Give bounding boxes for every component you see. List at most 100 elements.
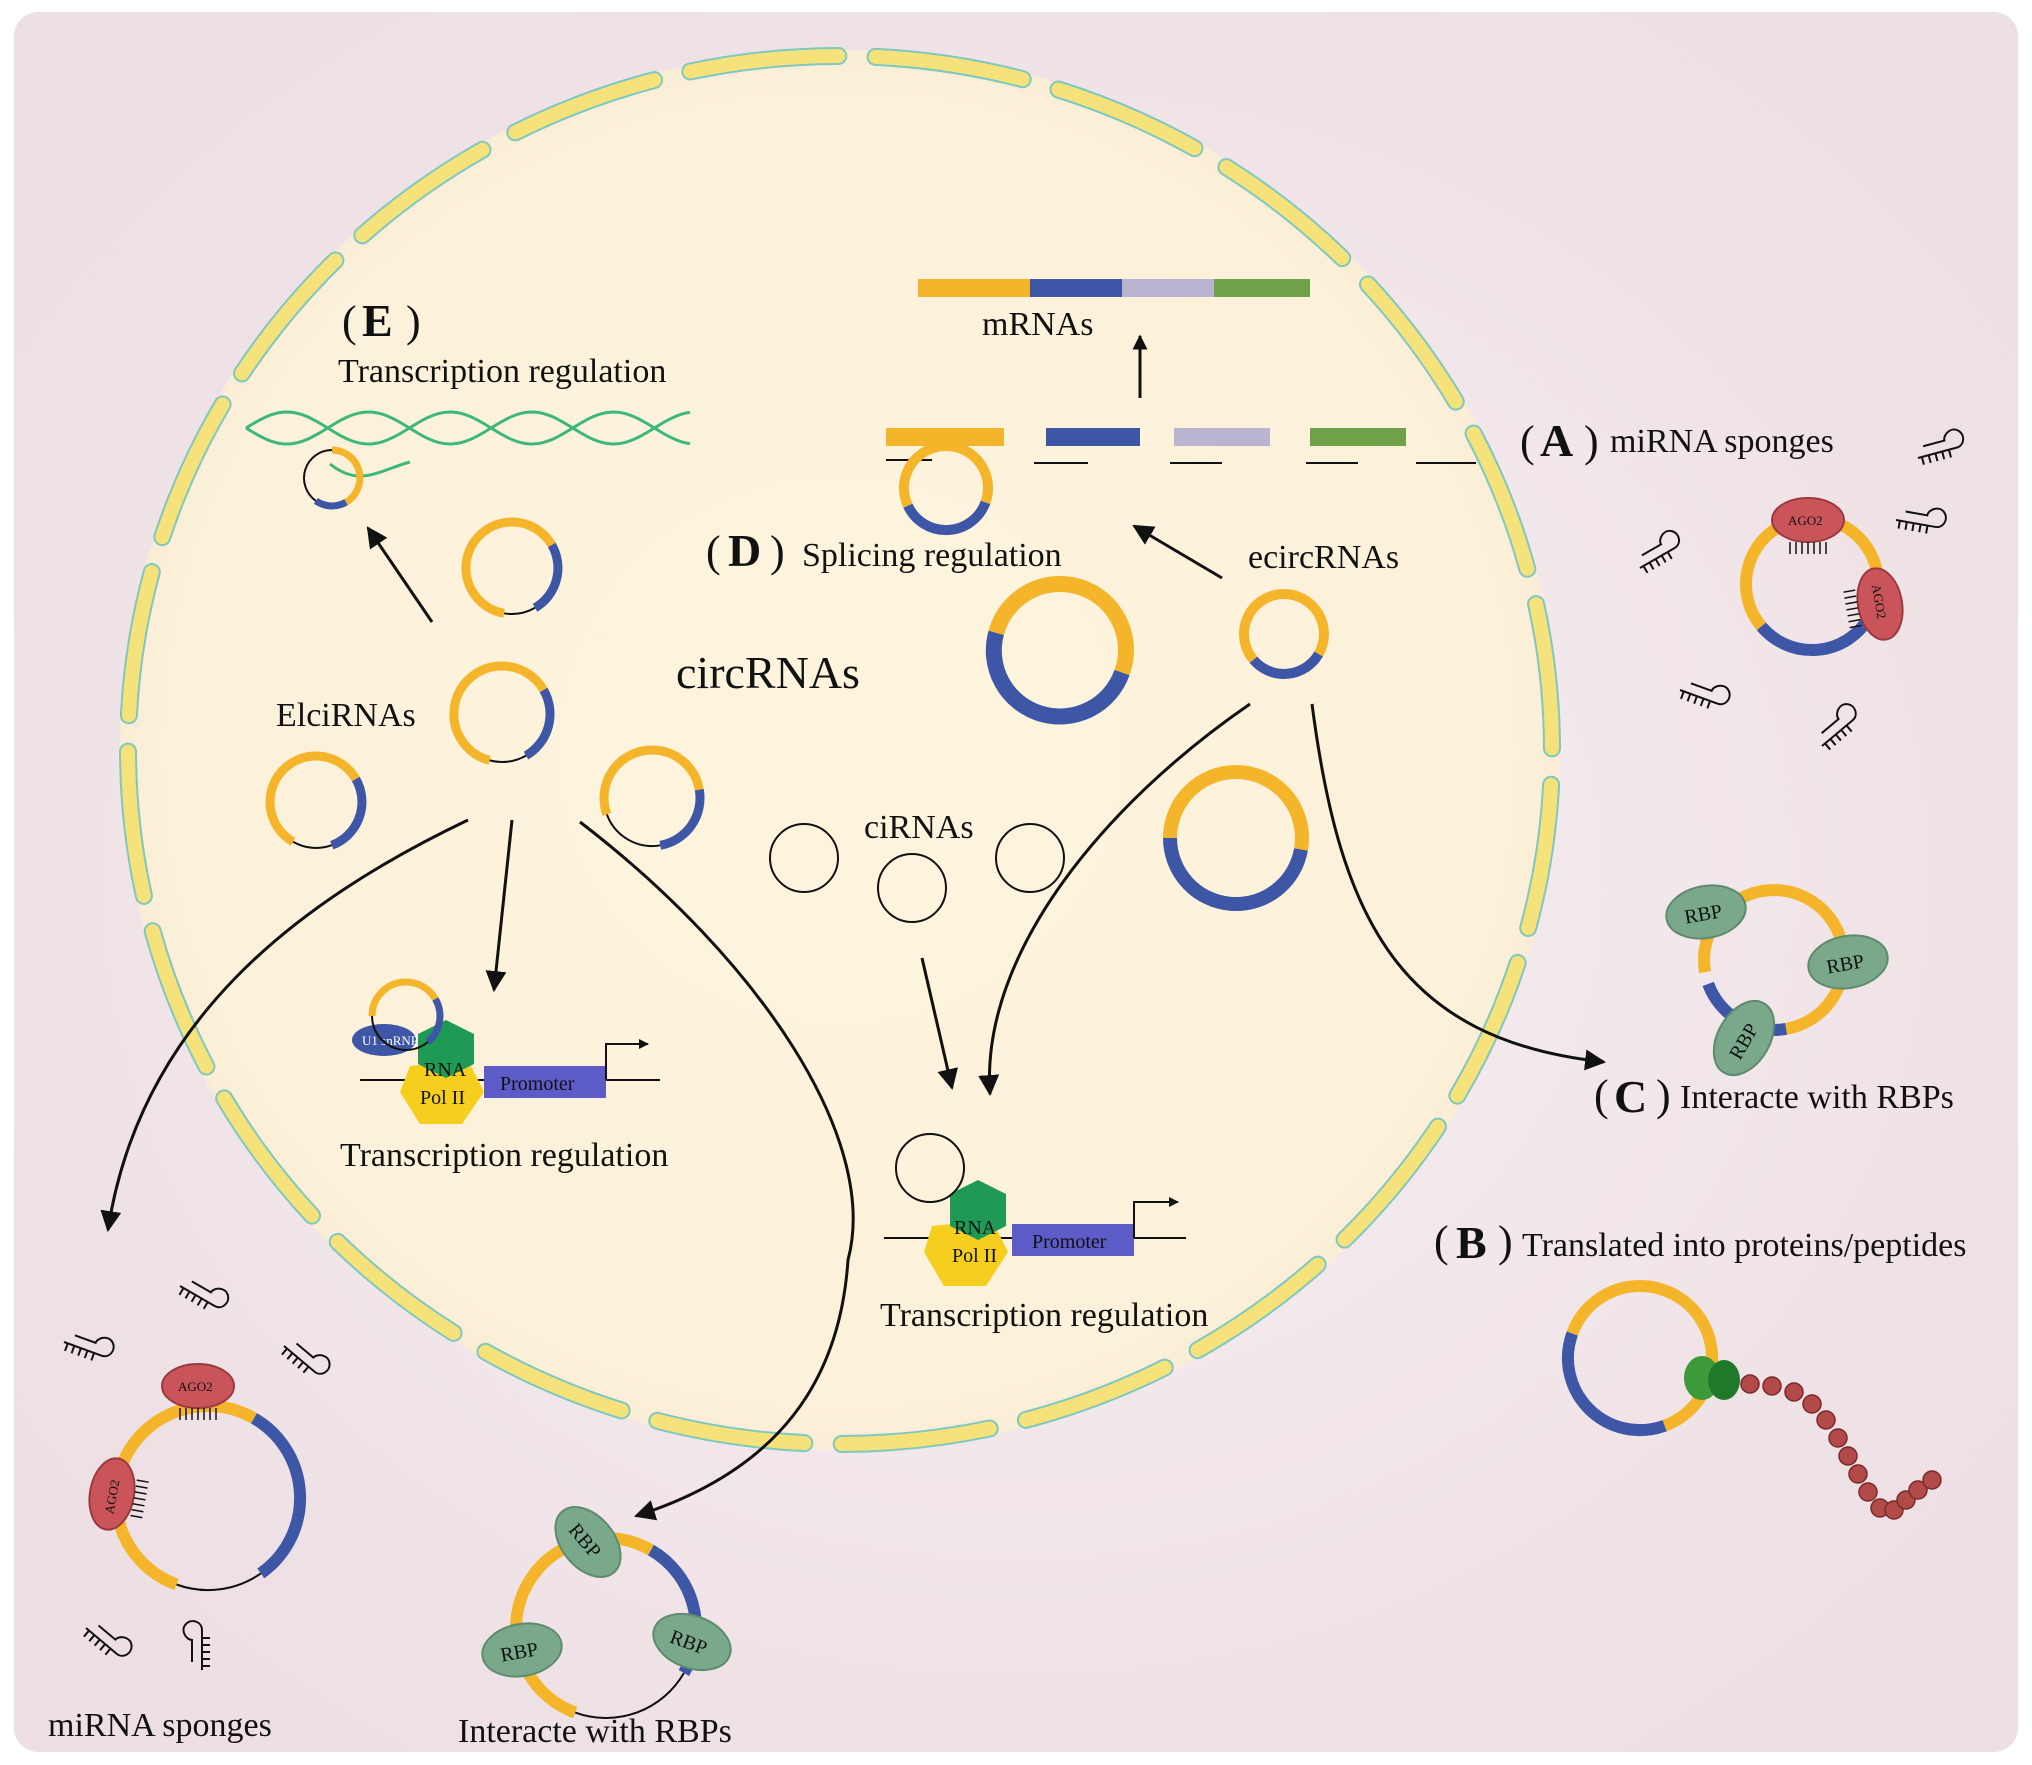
peptide-chain — [1740, 1374, 1942, 1520]
nuclear-envelope — [119, 47, 1561, 1453]
svg-text:(: ( — [706, 527, 721, 576]
hairpin-tick — [1654, 558, 1661, 567]
ring-segment — [329, 776, 367, 850]
ring-segment — [1239, 618, 1258, 663]
ring-segment — [425, 997, 444, 1045]
rbp-shape — [481, 1622, 563, 1678]
nucleus — [120, 50, 1560, 1450]
envelope-segment — [1466, 426, 1535, 576]
transcription-center-label: Transcription regulation — [880, 1297, 1208, 1334]
ring-segment — [651, 745, 704, 791]
envelope-segment — [121, 565, 159, 723]
rbp-shape — [1807, 934, 1889, 990]
hairpin-stem — [1679, 682, 1731, 706]
hairpin-tick — [99, 1643, 106, 1651]
ring-segment — [1059, 576, 1134, 676]
ago2-protein: AGO2 — [1843, 567, 1904, 641]
ring-segment — [331, 446, 364, 506]
ring-segment — [1566, 1280, 1641, 1336]
ago2-tick — [136, 1479, 149, 1483]
letter-d: D — [728, 525, 761, 576]
ring-ecirc-big — [985, 575, 1134, 725]
peptide-bead — [1816, 1410, 1836, 1430]
envelope-segment — [235, 253, 343, 381]
rbp-protein: RBP — [554, 1506, 622, 1578]
hairpin-tick — [196, 1298, 203, 1306]
envelope-segment — [155, 397, 230, 545]
envelope-segment — [1018, 1360, 1172, 1427]
ring-segment — [988, 575, 1061, 636]
hairpin-tick — [1920, 456, 1925, 465]
ago2-tick — [135, 1485, 148, 1489]
mirna-hairpin — [1895, 507, 1947, 534]
rbp-protein: RBP — [1712, 1000, 1776, 1076]
hairpin-tick — [184, 1291, 191, 1299]
cirnas-label: ciRNAs — [864, 809, 974, 846]
mirna-hairpin — [1821, 703, 1857, 751]
envelope-segment — [121, 744, 151, 903]
hairpin-stem — [182, 1620, 203, 1670]
mirna-hairpin — [281, 1342, 331, 1375]
hairpin-tick — [1660, 555, 1667, 563]
hairpin-tick — [297, 1361, 304, 1369]
label-c: ( C ) Interacte with RBPs — [1594, 1071, 1954, 1122]
ago2-label: AGO2 — [1869, 583, 1890, 620]
ring-left-transcription — [368, 978, 444, 1051]
rbp-protein: RBP — [1807, 934, 1889, 990]
mirna-hairpins — [63, 428, 1965, 1670]
ago2-tick — [1848, 618, 1861, 623]
ecircrnas-label: ecircRNAs — [1248, 539, 1399, 576]
circrnas-label: circRNAs — [676, 647, 860, 698]
peptide-bead — [1828, 1428, 1848, 1448]
mirna-hairpin — [182, 1620, 210, 1670]
ring-elci-2 — [449, 661, 555, 765]
ago2-tick — [1845, 601, 1858, 605]
ago2-tick — [132, 1502, 145, 1507]
peptide-bead — [1784, 1382, 1804, 1402]
ring-segment — [1756, 613, 1875, 657]
svg-text:(: ( — [342, 297, 357, 346]
envelope-segment — [355, 142, 490, 243]
ring-elci-3 — [265, 751, 367, 850]
peptide-bead — [1858, 1482, 1878, 1502]
hairpin-tick — [1699, 698, 1705, 707]
peptide-bead — [1740, 1374, 1760, 1394]
ring-thin-segment — [489, 754, 527, 763]
rbp-protein: RBP — [481, 1622, 563, 1678]
ring-segment — [511, 517, 556, 548]
envelope-segment — [330, 1234, 461, 1340]
transcription-complex-left: U1 snRNP RNA Pol II Promoter — [352, 1020, 660, 1124]
hairpin-tick — [1648, 562, 1655, 570]
hairpin-tick — [1918, 524, 1922, 533]
pol2-center: Pol II — [952, 1245, 997, 1267]
elcirnas-label: ElciRNAs — [276, 697, 416, 734]
ring-segment — [368, 978, 407, 1017]
ago2-tick — [134, 1491, 147, 1495]
hairpin-tick — [1927, 454, 1932, 464]
hairpin-tick — [1845, 724, 1853, 733]
hairpin-tick — [1693, 695, 1698, 705]
rbp-protein: RBP — [652, 1612, 732, 1672]
transcription-complex-center: RNA Pol II Promoter — [884, 1133, 1186, 1286]
ago2-tick — [1849, 624, 1862, 629]
hairpin-tick — [1897, 520, 1901, 529]
svg-text:): ) — [1656, 1071, 1671, 1120]
hairpin-tick — [1941, 451, 1946, 460]
svg-text:(: ( — [1520, 417, 1535, 466]
label-d: ( D ) Splicing regulation — [706, 525, 1062, 576]
hairpin-tick — [202, 1301, 209, 1310]
ago2-tick — [1844, 595, 1857, 599]
letter-a: A — [1540, 415, 1573, 466]
ring-segment — [1241, 589, 1285, 623]
ring-segment — [449, 661, 503, 765]
cirna-circles — [769, 823, 1065, 923]
envelope-segment — [650, 1413, 812, 1451]
envelope-segment — [834, 1421, 997, 1451]
hairpin-tick — [88, 1634, 96, 1642]
letter-c: C — [1614, 1071, 1647, 1122]
helix-strand — [245, 410, 691, 446]
envelope-segment — [1219, 160, 1350, 266]
envelope-segment — [1450, 955, 1525, 1103]
